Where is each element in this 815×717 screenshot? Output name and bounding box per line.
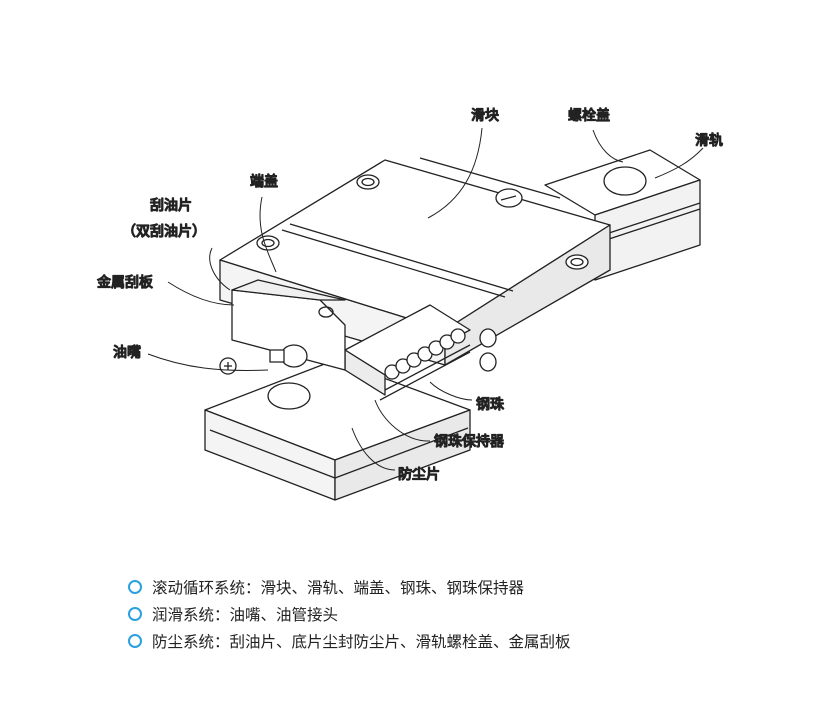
legend-item-rolling: 滚动循环系统：滑块、滑轨、端盖、钢珠、钢珠保持器	[128, 577, 571, 604]
legend: 滚动循环系统：滑块、滑轨、端盖、钢珠、钢珠保持器 润滑系统：油嘴、油管接头 防尘…	[128, 577, 571, 658]
block-side-holes	[479, 328, 497, 372]
label-metal-scraper: 金属刮板	[97, 275, 153, 291]
label-dust-seal: 防尘片	[398, 467, 440, 483]
circle-bullet-icon	[128, 633, 142, 648]
legend-item-lubrication: 润滑系统：油嘴、油管接头	[128, 604, 571, 631]
label-bolt-cap: 螺栓盖	[568, 108, 610, 124]
label-end-cap: 端盖	[250, 174, 278, 190]
label-ball-retainer: 钢珠保持器	[434, 434, 504, 450]
steel-balls	[384, 328, 466, 380]
legend-text: 滚动循环系统：滑块、滑轨、端盖、钢珠、钢珠保持器	[152, 579, 525, 597]
legend-text: 润滑系统：油嘴、油管接头	[152, 606, 339, 624]
legend-item-dustproof: 防尘系统：刮油片、底片尘封防尘片、滑轨螺栓盖、金属刮板	[128, 631, 571, 658]
end-cap-assembly	[219, 279, 346, 375]
ball-retainer-cutaway	[344, 304, 471, 401]
circle-bullet-icon	[128, 579, 142, 594]
leader-lines	[147, 127, 704, 471]
circle-bullet-icon	[128, 606, 142, 621]
label-grease-nipple: 油嘴	[113, 345, 141, 361]
label-steel-ball: 钢珠	[476, 397, 504, 413]
label-double-scraper: （双刮油片）	[122, 224, 206, 240]
label-slider-block: 滑块	[471, 107, 499, 124]
label-rail: 滑轨	[695, 132, 723, 149]
legend-text: 防尘系统：刮油片、底片尘封防尘片、滑轨螺栓盖、金属刮板	[152, 633, 571, 651]
linear-guide-diagram: 滑块 螺栓盖 滑轨 端盖 刮油片 （双刮油片） 金属刮板 油嘴 钢珠 钢珠保持器…	[96, 106, 724, 501]
slider-block	[219, 157, 611, 366]
rail-back	[544, 149, 701, 281]
label-scraper: 刮油片	[150, 198, 192, 214]
rail-front	[204, 359, 471, 501]
